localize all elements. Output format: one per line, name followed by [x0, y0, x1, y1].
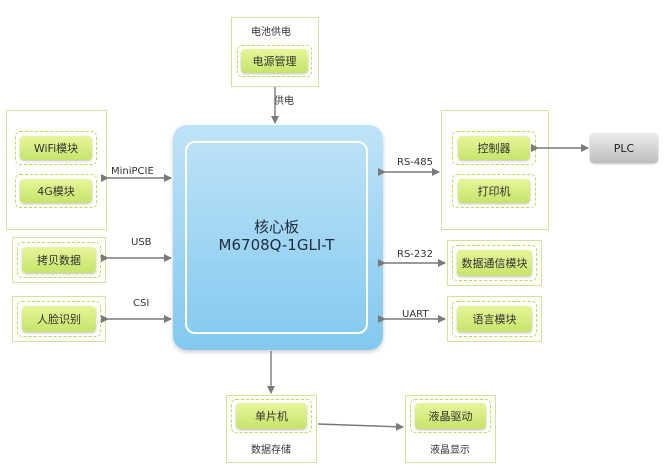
data-comm-module: 数据通信模块: [457, 250, 532, 276]
storage-to-lcd-arrow: [317, 422, 404, 431]
power-management-module: 电源管理: [241, 49, 308, 73]
csi-label: CSI: [133, 298, 150, 309]
power-supply-label: 供电: [274, 96, 294, 107]
control-print-group: [441, 110, 549, 230]
uart-label: UART: [402, 309, 429, 320]
mcu-module: 单片机: [236, 403, 307, 429]
data-storage-label: 数据存储: [251, 445, 291, 456]
lcd-driver-module: 液晶驱动: [415, 403, 486, 429]
core-board-inner-frame: [185, 141, 368, 334]
battery-label: 电池供电: [251, 27, 291, 38]
printer-module: 打印机: [458, 179, 530, 203]
controller-module: 控制器: [458, 136, 530, 160]
voice-module: 语言模块: [457, 306, 532, 332]
face-recognition-module: 人脸识别: [22, 306, 96, 332]
core-board-model: M6708Q-1GLI-T: [218, 236, 335, 254]
core-board: [173, 125, 383, 350]
plc-box: PLC: [590, 133, 658, 163]
minipcie-label: MiniPCIE: [111, 166, 154, 177]
usb-label: USB: [131, 237, 152, 248]
rs485-label: RS-485: [397, 157, 433, 168]
wifi-module: WiFi模块: [20, 136, 92, 160]
4g-module: 4G模块: [20, 179, 92, 203]
copy-data-module: 拷贝数据: [22, 247, 96, 273]
lcd-display-label: 液晶显示: [430, 445, 470, 456]
rs232-label: RS-232: [397, 249, 433, 260]
core-board-title: 核心板: [253, 218, 299, 236]
wireless-group: [6, 110, 107, 230]
